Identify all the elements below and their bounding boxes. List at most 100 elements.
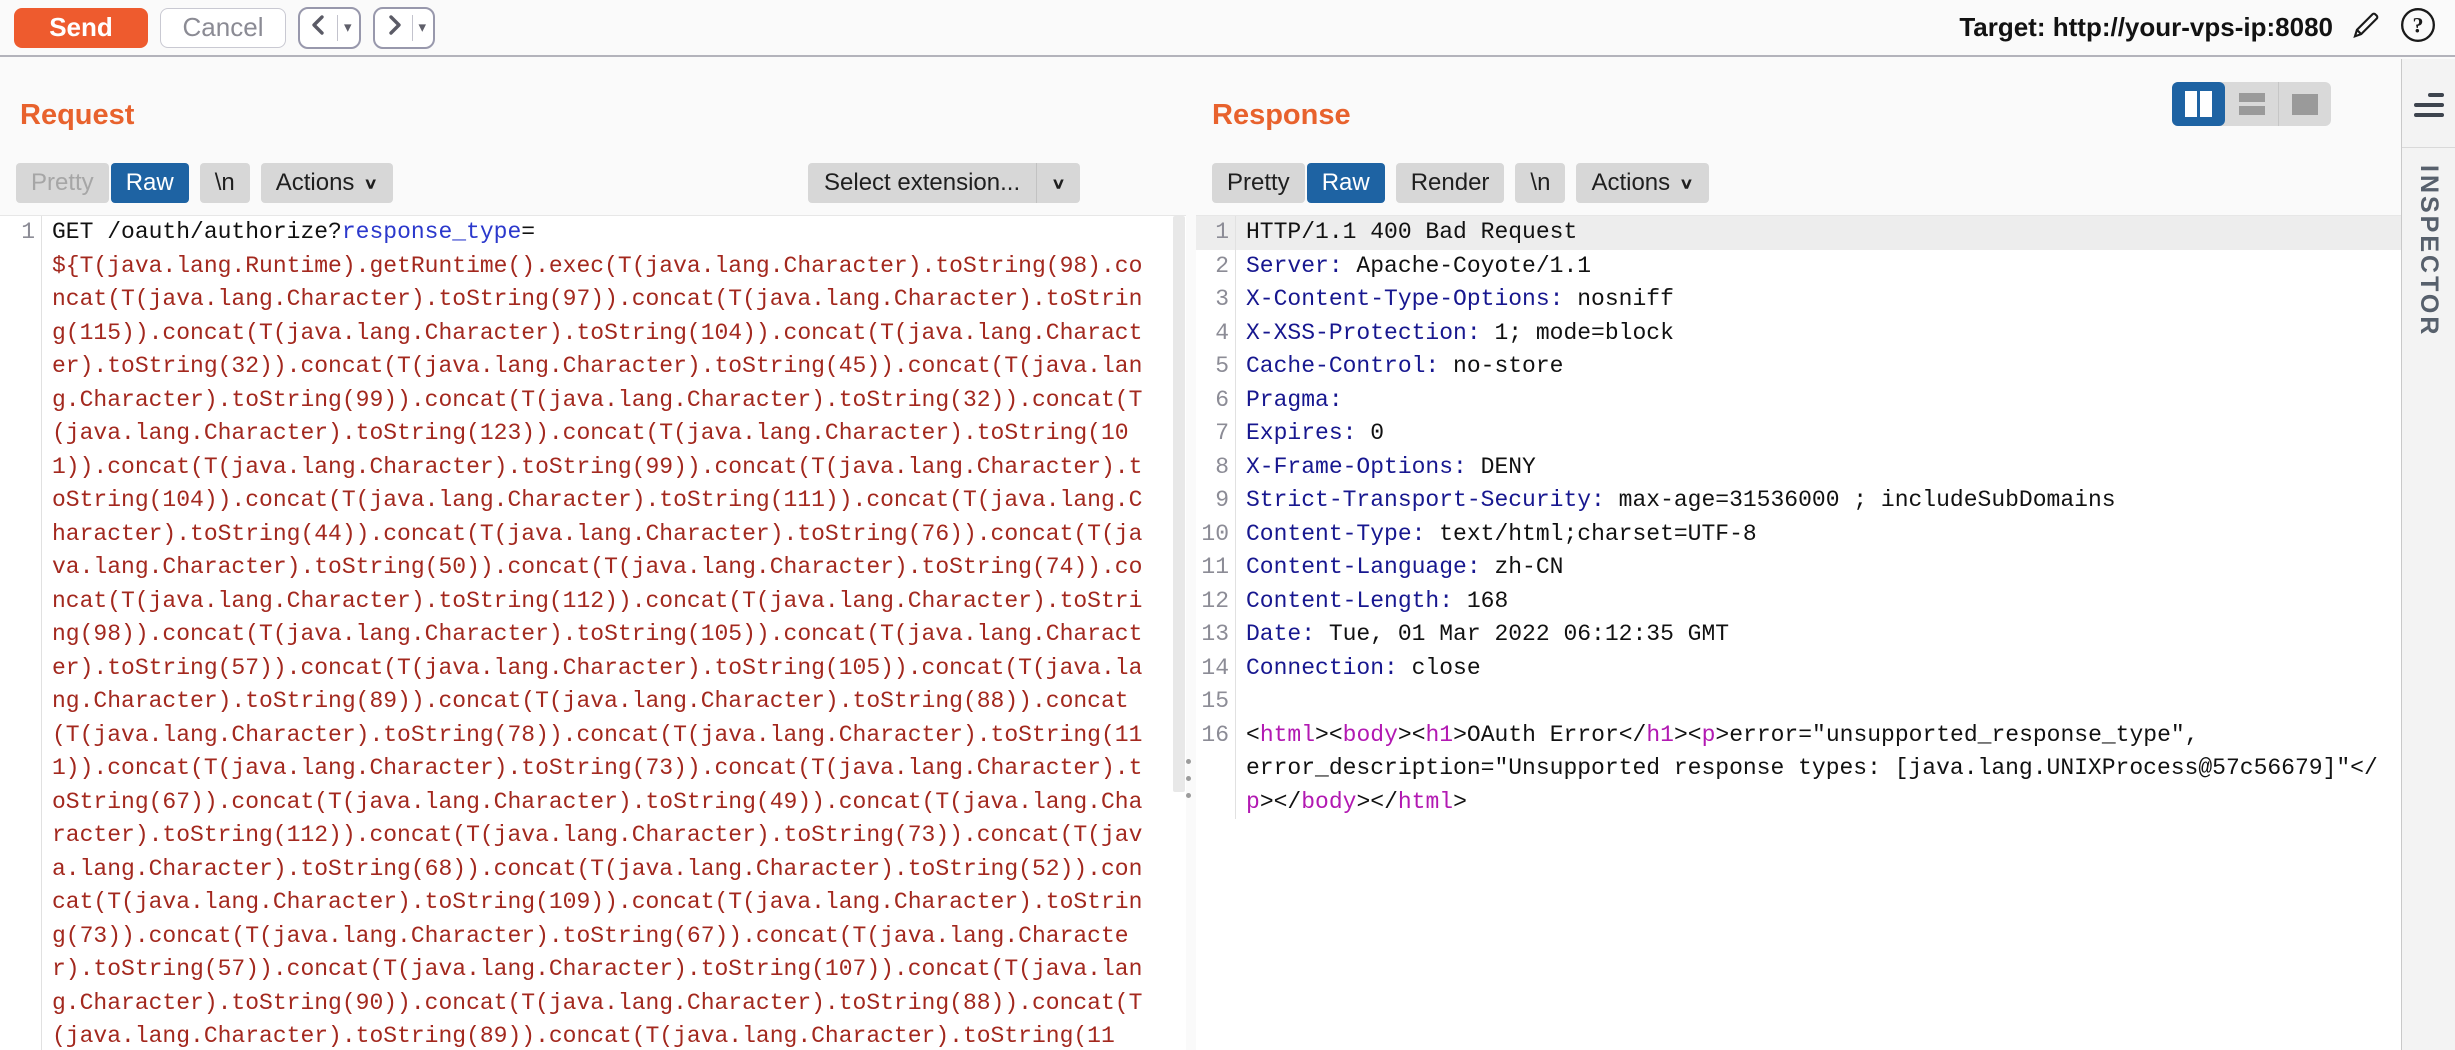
- target-label: Target: http://your-vps-ip:8080: [1959, 12, 2333, 42]
- line-number: 7: [1196, 417, 1236, 451]
- tab-actions[interactable]: Actions ∨: [1576, 163, 1709, 203]
- tab-label: \n: [1530, 169, 1551, 196]
- response-line[interactable]: 14 Connection: close: [1196, 651, 2401, 685]
- tab-label: \n: [214, 169, 235, 196]
- line-number: 16: [1196, 718, 1236, 752]
- response-line-text: error_description="Unsupported response …: [1246, 755, 2378, 781]
- tab-label: Render: [1410, 169, 1490, 196]
- response-line-text: Connection: close: [1246, 654, 1481, 681]
- response-line[interactable]: 7 Expires: 0: [1196, 417, 2401, 451]
- request-panel-title: Request: [20, 99, 135, 131]
- request-line[interactable]: ${T(java.lang.Runtime).getRuntime().exec…: [0, 249, 1186, 1050]
- chevron-down-icon[interactable]: ∨: [1051, 175, 1066, 192]
- forward-dropdown-icon[interactable]: ▾: [418, 19, 427, 36]
- response-line[interactable]: 1 HTTP/1.1 400 Bad Request: [1196, 216, 2401, 250]
- response-line-text: Cache-Control: no-store: [1246, 353, 1564, 379]
- forward-button-group[interactable]: ▾: [372, 6, 436, 49]
- tab-label: Pretty: [31, 169, 94, 196]
- response-line-text: HTTP/1.1 400 Bad Request: [1246, 219, 1578, 245]
- line-number: 10: [1196, 517, 1236, 551]
- chevron-down-icon: ∨: [363, 175, 379, 192]
- line-number: 12: [1196, 584, 1236, 618]
- response-line[interactable]: p></body></html>: [1196, 785, 2401, 819]
- line-number: 13: [1196, 618, 1236, 652]
- view-toggle-columns-icon[interactable]: [2172, 82, 2225, 126]
- svg-text:?: ?: [2412, 12, 2423, 37]
- line-number: 8: [1196, 450, 1236, 484]
- response-line[interactable]: 3 X-Content-Type-Options: nosniff: [1196, 283, 2401, 317]
- request-scrollbar-thumb[interactable]: [1173, 216, 1185, 792]
- request-payload[interactable]: ${T(java.lang.Runtime).getRuntime().exec…: [52, 252, 1143, 1050]
- inspector-sidebar[interactable]: INSPECTOR: [2401, 59, 2455, 1050]
- response-line[interactable]: 12 Content-Length: 168: [1196, 584, 2401, 618]
- line-number: 11: [1196, 551, 1236, 585]
- help-icon[interactable]: ?: [2399, 6, 2437, 49]
- tab-pretty[interactable]: Pretty: [16, 163, 109, 203]
- tab-label: Actions: [1591, 169, 1671, 196]
- response-line-text: X-Content-Type-Options: nosniff: [1246, 286, 1674, 312]
- select-extension-dropdown[interactable]: Select extension... ∨: [808, 163, 1080, 203]
- response-line-text: [1236, 685, 1246, 719]
- request-line1-text: GET /oauth/authorize?response_type=: [52, 219, 536, 245]
- line-number: 9: [1196, 484, 1236, 518]
- divider: [337, 14, 338, 41]
- forward-arrow-icon[interactable]: [382, 13, 406, 42]
- tab-label: Actions: [275, 169, 355, 196]
- view-toggle-rows-icon[interactable]: [2225, 82, 2278, 126]
- response-line[interactable]: 15: [1196, 685, 2401, 719]
- response-line-text: Content-Language: zh-CN: [1246, 554, 1564, 580]
- response-line[interactable]: 11 Content-Language: zh-CN: [1196, 551, 2401, 585]
- response-line-text: Server: Apache-Coyote/1.1: [1246, 252, 1592, 279]
- line-number: 14: [1196, 651, 1236, 685]
- tab-n[interactable]: \n: [1515, 163, 1566, 203]
- tab-raw[interactable]: Raw: [110, 163, 189, 203]
- divider: [411, 14, 413, 41]
- panel-splitter[interactable]: [1183, 759, 1193, 811]
- send-button[interactable]: Send: [14, 7, 148, 48]
- toolbar: Send Cancel ▾ ▾ Target: http://your-vps-…: [0, 0, 2455, 57]
- tab-n[interactable]: \n: [199, 163, 250, 203]
- line-number: 15: [1196, 685, 1236, 719]
- request-editor[interactable]: 1 GET /oauth/authorize?response_type= ${…: [0, 215, 1186, 1050]
- back-dropdown-icon[interactable]: ▾: [344, 19, 352, 36]
- edit-target-pencil-icon[interactable]: [2349, 8, 2383, 47]
- cancel-button[interactable]: Cancel: [160, 7, 286, 48]
- divider: [2402, 147, 2455, 148]
- tab-pretty[interactable]: Pretty: [1212, 163, 1305, 203]
- inspector-collapse-icon[interactable]: [2414, 93, 2444, 117]
- response-line[interactable]: error_description="Unsupported response …: [1196, 752, 2401, 786]
- line-number-gutter: [8, 249, 42, 1050]
- response-line-text: X-XSS-Protection: 1; mode=block: [1246, 319, 1674, 346]
- response-line-text: Content-Length: 168: [1246, 587, 1509, 614]
- response-panel-title: Response: [1212, 99, 1351, 131]
- tab-actions[interactable]: Actions ∨: [260, 163, 394, 203]
- line-number: 6: [1196, 383, 1236, 417]
- tab-label: Raw: [125, 169, 174, 196]
- request-tabbar: Pretty Raw \n Actions ∨: [16, 163, 395, 203]
- back-button-group[interactable]: ▾: [298, 6, 361, 49]
- line-number: 1: [1196, 216, 1236, 250]
- chevron-down-icon: ∨: [1679, 175, 1694, 192]
- response-line[interactable]: 16<html><body><h1>OAuth Error</h1><p>err…: [1196, 718, 2401, 752]
- view-toggle-single-icon[interactable]: [2278, 82, 2331, 126]
- response-line-text: Expires: 0: [1246, 420, 1385, 446]
- back-arrow-icon[interactable]: [307, 13, 331, 42]
- tab-render[interactable]: Render: [1395, 163, 1505, 203]
- tab-raw[interactable]: Raw: [1306, 163, 1385, 203]
- layout-view-toggle: [2172, 82, 2331, 126]
- line-number: 3: [1196, 283, 1236, 317]
- request-line[interactable]: 1 GET /oauth/authorize?response_type=: [0, 216, 1186, 250]
- inspector-label[interactable]: INSPECTOR: [2415, 165, 2443, 338]
